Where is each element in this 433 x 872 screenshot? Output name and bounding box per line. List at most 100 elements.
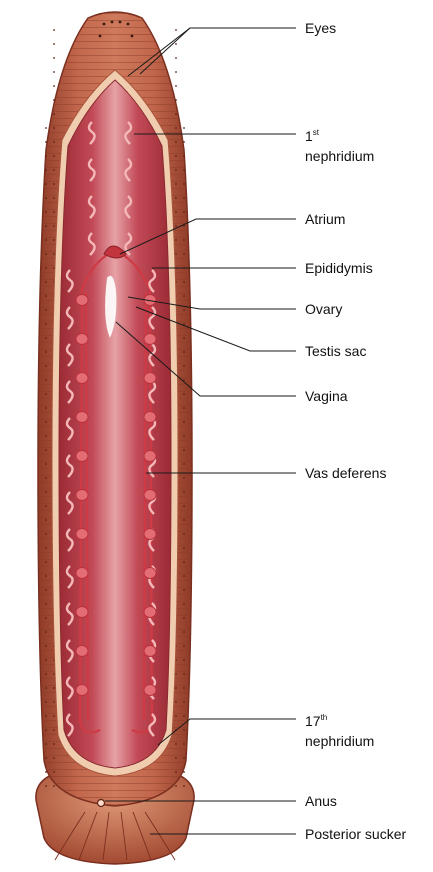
- testis-sac: [144, 373, 156, 384]
- testis-sac: [76, 451, 88, 462]
- testis-sac: [76, 412, 88, 423]
- annulus-dot: [45, 673, 47, 675]
- annulus-dot: [45, 239, 47, 241]
- annulus-dot: [175, 197, 177, 199]
- annulus-dot: [45, 785, 47, 787]
- label-epididymis: Epididymis: [305, 260, 373, 277]
- annulus-dot: [45, 547, 47, 549]
- annulus-dot: [45, 197, 47, 199]
- label-first-nephridium: 1st: [305, 128, 319, 145]
- annulus-dot: [53, 71, 55, 73]
- annulus-dot: [183, 127, 185, 129]
- annulus-dot: [45, 337, 47, 339]
- annulus-dot: [53, 785, 55, 787]
- annulus-dot: [183, 365, 185, 367]
- annulus-dot: [183, 141, 185, 143]
- annulus-dot: [183, 701, 185, 703]
- label-posterior-sucker: Posterior sucker: [305, 826, 406, 843]
- annulus-dot: [45, 407, 47, 409]
- annulus-dot: [175, 127, 177, 129]
- testis-sac: [144, 334, 156, 345]
- annulus-dot: [175, 141, 177, 143]
- annulus-dot: [183, 323, 185, 325]
- annulus-dot: [53, 85, 55, 87]
- annulus-dot: [45, 351, 47, 353]
- label-testis-sac: Testis sac: [305, 343, 366, 360]
- anus-mark: [98, 800, 105, 807]
- annulus-dot: [53, 183, 55, 185]
- annulus-dot: [53, 253, 55, 255]
- label-vagina: Vagina: [305, 388, 348, 405]
- annulus-dot: [45, 659, 47, 661]
- label-last-nephridium-word: nephridium: [305, 733, 374, 750]
- annulus-dot: [45, 393, 47, 395]
- annulus-dot: [183, 575, 185, 577]
- annulus-dot: [183, 757, 185, 759]
- annulus-dot: [45, 771, 47, 773]
- annulus-dot: [53, 729, 55, 731]
- label-first-nephridium-number: 1: [305, 128, 313, 144]
- annulus-dot: [183, 477, 185, 479]
- annulus-dot: [183, 533, 185, 535]
- annulus-dot: [45, 477, 47, 479]
- annulus-dot: [45, 169, 47, 171]
- annulus-dot: [183, 407, 185, 409]
- annulus-dot: [175, 57, 177, 59]
- annulus-dot: [53, 211, 55, 213]
- annulus-dot: [175, 239, 177, 241]
- annulus-dot: [45, 491, 47, 493]
- annulus-dot: [45, 575, 47, 577]
- annulus-dot: [183, 435, 185, 437]
- annulus-dot: [53, 715, 55, 717]
- annulus-dot: [53, 169, 55, 171]
- label-last-nephridium: 17th: [305, 713, 327, 730]
- annulus-dot: [45, 365, 47, 367]
- annulus-dot: [175, 225, 177, 227]
- annulus-dot: [183, 505, 185, 507]
- annulus-dot: [45, 589, 47, 591]
- annulus-dot: [175, 85, 177, 87]
- annulus-dot: [183, 729, 185, 731]
- annulus-dot: [53, 43, 55, 45]
- eye-spot: [99, 35, 102, 38]
- annulus-dot: [53, 113, 55, 115]
- annulus-dot: [45, 631, 47, 633]
- testis-sac: [76, 334, 88, 345]
- annulus-dot: [45, 561, 47, 563]
- annulus-dot: [45, 267, 47, 269]
- annulus-dot: [175, 785, 177, 787]
- annulus-dot: [175, 687, 177, 689]
- annulus-dot: [183, 351, 185, 353]
- annulus-dot: [175, 183, 177, 185]
- annulus-dot: [175, 743, 177, 745]
- annulus-dot: [45, 295, 47, 297]
- annulus-dot: [183, 631, 185, 633]
- annulus-dot: [183, 281, 185, 283]
- annulus-dot: [183, 211, 185, 213]
- label-last-nephridium-suffix: th: [321, 713, 328, 722]
- testis-sac: [144, 568, 156, 579]
- annulus-dot: [45, 435, 47, 437]
- annulus-dot: [53, 701, 55, 703]
- annulus-dot: [45, 463, 47, 465]
- annulus-dot: [183, 253, 185, 255]
- label-last-nephridium-number: 17: [305, 713, 321, 729]
- annulus-dot: [45, 141, 47, 143]
- annulus-dot: [183, 673, 185, 675]
- annulus-dot: [45, 379, 47, 381]
- annulus-dot: [53, 687, 55, 689]
- annulus-dot: [183, 393, 185, 395]
- annulus-dot: [175, 211, 177, 213]
- annulus-dot: [45, 309, 47, 311]
- annulus-dot: [183, 785, 185, 787]
- annulus-dot: [183, 239, 185, 241]
- annulus-dot: [175, 29, 177, 31]
- eye-spot: [111, 21, 114, 24]
- annulus-dot: [45, 281, 47, 283]
- annulus-dot: [53, 155, 55, 157]
- annulus-dot: [45, 729, 47, 731]
- annulus-dot: [183, 659, 185, 661]
- annulus-dot: [175, 71, 177, 73]
- annulus-dot: [45, 757, 47, 759]
